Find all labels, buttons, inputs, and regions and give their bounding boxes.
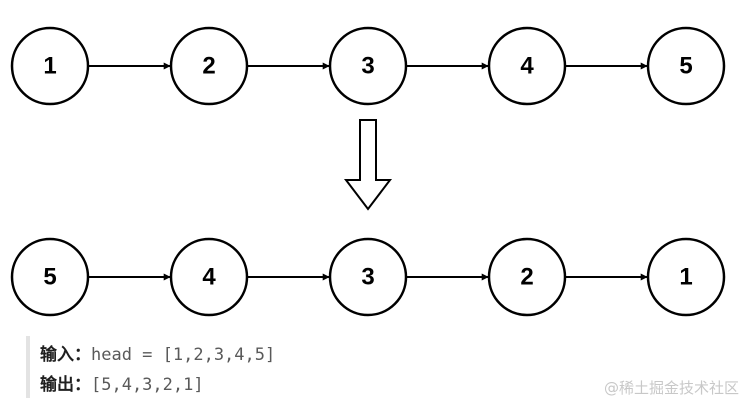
- input-node-3: 3: [328, 26, 408, 106]
- watermark: @稀土掘金技术社区: [603, 379, 739, 397]
- output-node-5-circle: [646, 237, 726, 317]
- output-node-5: 1: [646, 237, 726, 317]
- output-node-1: 5: [10, 237, 90, 317]
- input-node-4-circle: [487, 26, 567, 106]
- input-node-4: 4: [487, 26, 567, 106]
- input-node-2: 2: [169, 26, 249, 106]
- output-node-2-circle: [169, 237, 249, 317]
- example-output-value: [5,4,3,2,1]: [91, 375, 204, 395]
- example-input-label: 输入：: [40, 345, 91, 365]
- output-node-2: 4: [169, 237, 249, 317]
- input-node-2-label: 2: [202, 53, 215, 80]
- output-node-1-circle: [10, 237, 90, 317]
- output-node-3: 3: [328, 237, 408, 317]
- input-node-5-circle: [646, 26, 726, 106]
- input-linked-list: 1 2 3 4 5: [10, 26, 726, 106]
- output-node-1-label: 5: [43, 264, 56, 291]
- output-linked-list: 5 4 3 2 1: [10, 237, 726, 317]
- example-block: 输入：head = [1,2,3,4,5] 输出：[5,4,3,2,1]: [26, 336, 450, 398]
- output-node-2-label: 4: [202, 264, 216, 291]
- input-node-1: 1: [10, 26, 90, 106]
- output-node-3-label: 3: [361, 264, 374, 291]
- input-node-3-label: 3: [361, 53, 374, 80]
- example-input-value: head = [1,2,3,4,5]: [91, 345, 276, 365]
- input-node-4-label: 4: [520, 53, 534, 80]
- linked-list-reversal-diagram: 1 2 3 4 5 5 4: [10, 26, 726, 317]
- input-node-1-label: 1: [43, 53, 56, 80]
- down-arrow-icon: [343, 119, 393, 211]
- output-node-4: 2: [487, 237, 567, 317]
- example-output-line: 输出：[5,4,3,2,1]: [40, 372, 204, 398]
- input-node-3-circle: [328, 26, 408, 106]
- input-node-5: 5: [646, 26, 726, 106]
- output-node-4-circle: [487, 237, 567, 317]
- output-node-4-label: 2: [520, 264, 533, 291]
- input-node-2-circle: [169, 26, 249, 106]
- input-node-5-label: 5: [679, 53, 692, 80]
- output-node-5-label: 1: [679, 264, 692, 291]
- example-input-line: 输入：head = [1,2,3,4,5]: [40, 342, 275, 368]
- example-output-label: 输出：: [40, 375, 91, 395]
- input-node-1-circle: [10, 26, 90, 106]
- output-node-3-circle: [328, 237, 408, 317]
